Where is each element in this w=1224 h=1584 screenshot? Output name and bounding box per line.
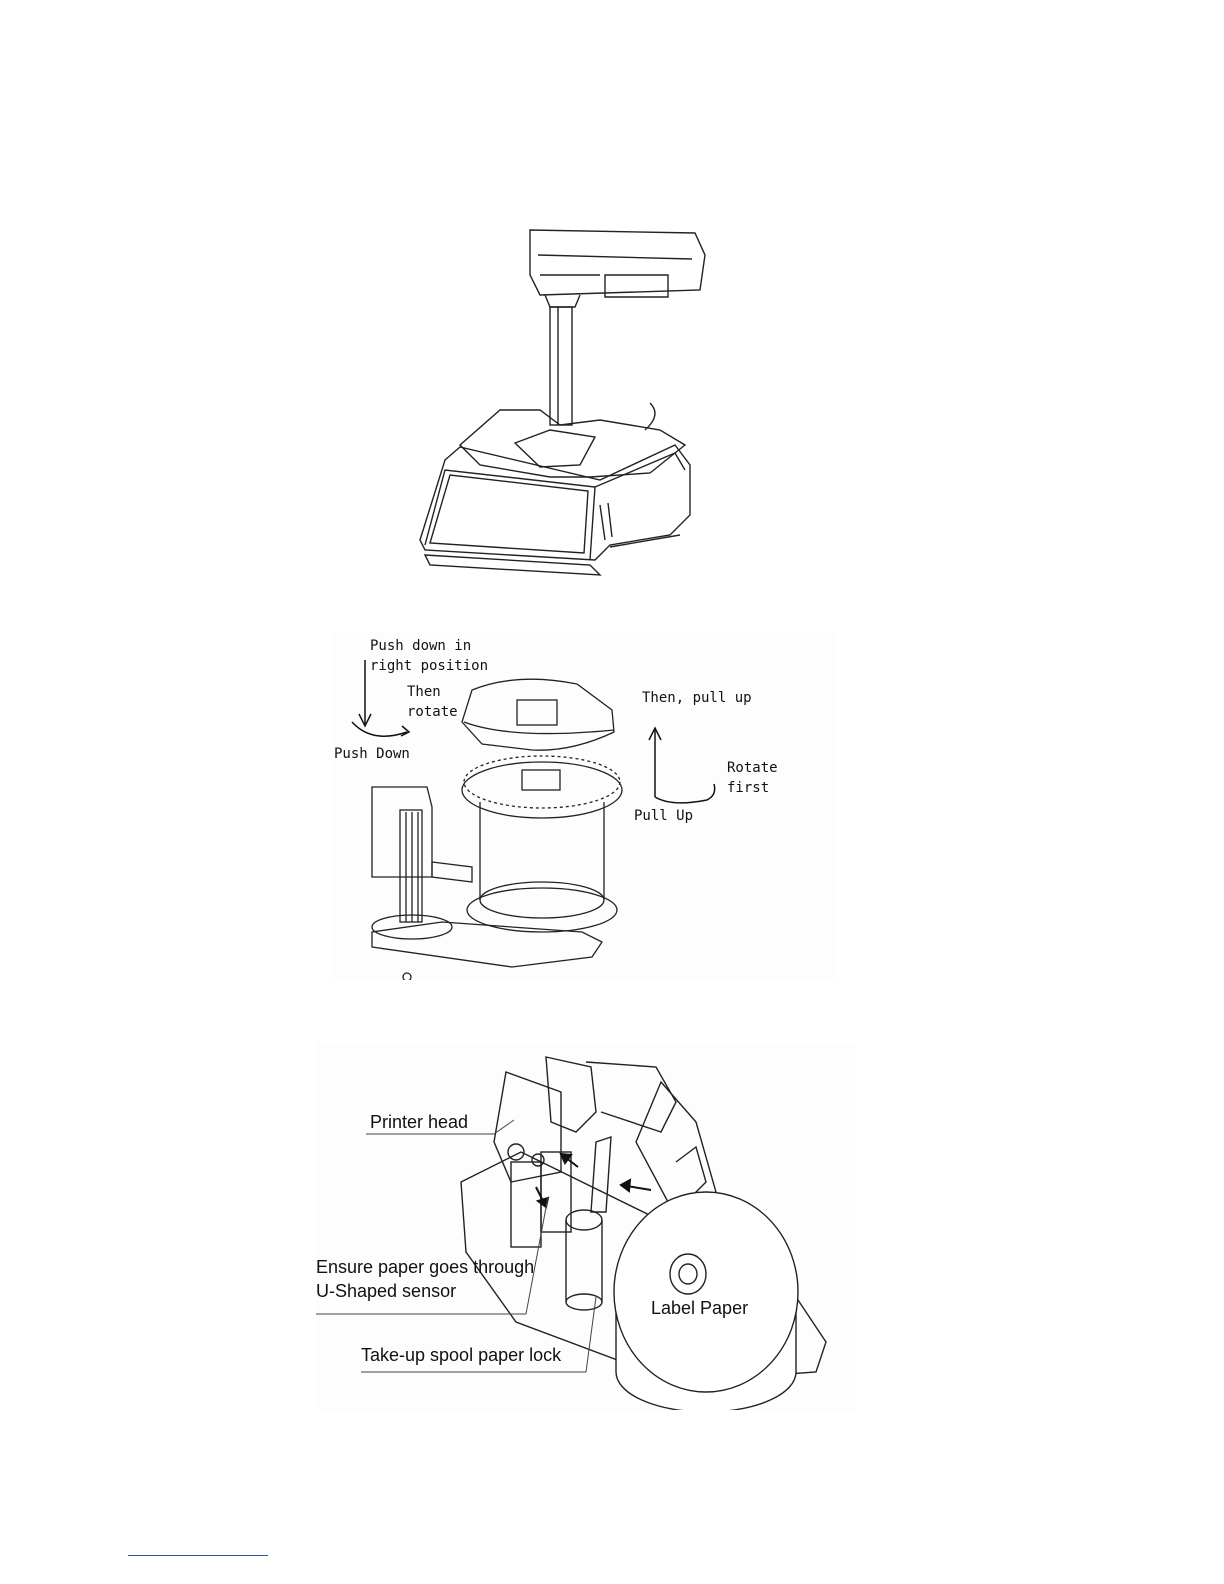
label-first: first <box>727 780 769 796</box>
label-ensure-line1: Ensure paper goes through <box>316 1257 534 1277</box>
label-right-position: right position <box>370 658 488 674</box>
label-pull-up: Pull Up <box>634 808 693 824</box>
label-then: Then <box>407 684 441 700</box>
label-rotate: rotate <box>407 704 458 720</box>
label-take-up-spool: Take-up spool paper lock <box>361 1345 562 1365</box>
label-label-paper: Label Paper <box>651 1298 748 1318</box>
label-ensure-line2: U-Shaped sensor <box>316 1281 456 1301</box>
scale-illustration <box>400 215 720 585</box>
spool-removal-illustration: Push down in right position Then rotate … <box>332 632 837 980</box>
scale-drawing <box>400 215 720 585</box>
paper-path-drawing: Printer head Ensure paper goes through U… <box>316 1042 856 1410</box>
label-printer-head: Printer head <box>370 1112 468 1132</box>
label-rotate-word: Rotate <box>727 760 778 776</box>
label-then-pull-up: Then, pull up <box>642 690 752 706</box>
label-push-down: Push Down <box>334 746 410 762</box>
paper-path-illustration: Printer head Ensure paper goes through U… <box>316 1042 856 1410</box>
spool-removal-drawing: Push down in right position Then rotate … <box>332 632 837 980</box>
footnote-separator <box>128 1555 268 1556</box>
label-push-down-in: Push down in <box>370 638 471 654</box>
